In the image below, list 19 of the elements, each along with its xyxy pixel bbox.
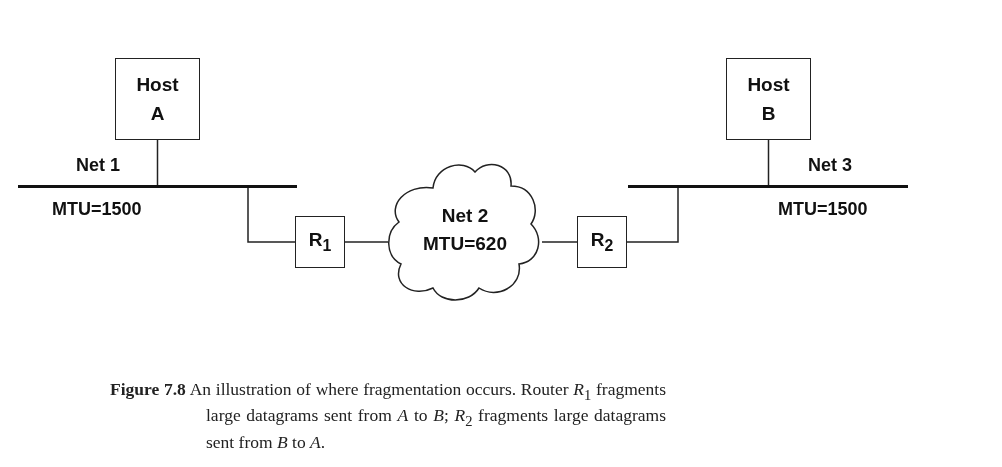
network-link bbox=[626, 187, 679, 243]
mtu-label: MTU=1500 bbox=[52, 199, 142, 220]
host-box bbox=[115, 58, 200, 140]
network-link bbox=[156, 139, 159, 186]
host-label: Host B bbox=[746, 72, 791, 126]
figure-caption: Figure 7.8 An illustration of where fragmentation occurs. Router R$_{1}$ fragments large datagrams sent from A to B; R$_{2}$ fragments large datagrams sent from B to A. bbox=[110, 378, 666, 454]
network-link bbox=[247, 187, 296, 243]
host-box bbox=[726, 58, 811, 140]
router-box: R$_{1}$ bbox=[295, 216, 345, 268]
network-link bbox=[767, 139, 770, 186]
host-label: Host A bbox=[135, 72, 180, 126]
network-link bbox=[344, 241, 389, 243]
network-label: Net 3 bbox=[808, 155, 852, 176]
router-box: R$_{2}$ bbox=[577, 216, 627, 268]
network-label: Net 2 bbox=[441, 203, 489, 228]
network-link bbox=[541, 241, 578, 243]
network-label: Net 1 bbox=[76, 155, 120, 176]
mtu-label: MTU=1500 bbox=[778, 199, 868, 220]
mtu-label: MTU=620 bbox=[423, 232, 507, 256]
